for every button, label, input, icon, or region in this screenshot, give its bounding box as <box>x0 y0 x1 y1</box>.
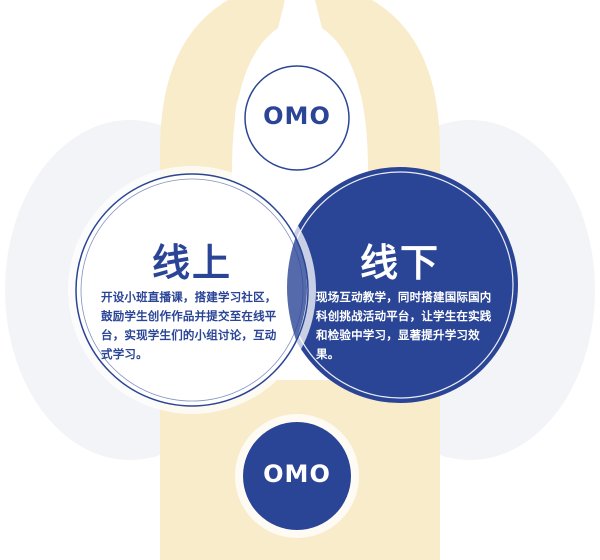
offline-title: 线下 <box>359 241 440 285</box>
offline-description: 现场互动教学，同时搭建国际国内科创挑战活动平台，让学生在实践和检验中学习，显著提… <box>316 290 492 361</box>
bottom-node-label: OMO <box>263 460 331 488</box>
track-notch <box>283 0 304 36</box>
bottom-node-circle <box>243 422 351 530</box>
online-description: 开设小班直播课，搭建学习社区，鼓励学生创作作品并提交至在线平台，实现学生们的小组… <box>101 290 277 361</box>
online-title: 线上 <box>151 241 232 285</box>
top-node-circle <box>244 65 350 171</box>
online-circle <box>75 173 309 407</box>
top-node-label: OMO <box>263 102 331 130</box>
offline-circle <box>282 167 518 403</box>
overlap-lens <box>287 236 307 340</box>
